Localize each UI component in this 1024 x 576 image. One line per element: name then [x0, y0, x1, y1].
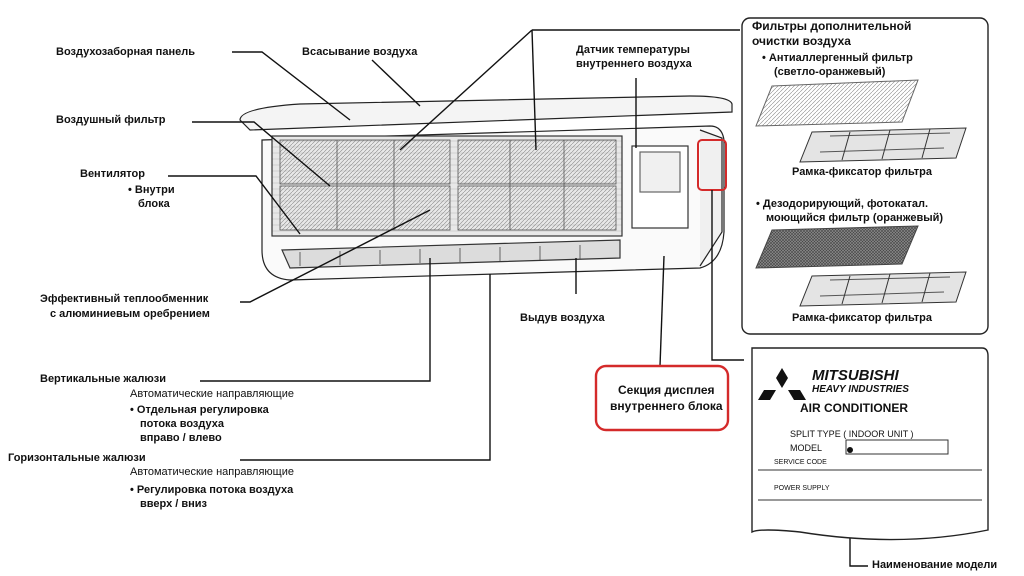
heat-exchanger-2: с алюминиевым оребрением	[50, 308, 210, 320]
fan-label: Вентилятор	[80, 168, 145, 180]
allergen-filter-label-1: • Антиаллергенный фильтр	[762, 52, 913, 64]
horizontal-desc-1: • Регулировка потока воздуха	[130, 484, 294, 496]
deodor-filter-image	[755, 225, 919, 269]
nameplate-box	[751, 347, 989, 541]
deodor-filter-label-1: • Дезодорирующий, фотокатал.	[756, 198, 929, 210]
temp-sensor-label-1: Датчик температуры	[576, 44, 690, 56]
fan-inside-2: блока	[138, 198, 170, 210]
louver-strip	[281, 239, 621, 269]
vertical-desc-3: вправо / влево	[140, 432, 222, 444]
air-filter-shape	[279, 139, 617, 231]
brand-name: MITSUBISHI	[812, 367, 899, 384]
display-callout-box	[594, 364, 730, 432]
power-supply-label: POWER SUPPLY	[774, 485, 830, 492]
air-outlet-label: Выдув воздуха	[520, 312, 605, 324]
air-filter-label: Воздушный фильтр	[56, 114, 166, 126]
horizontal-auto-label: Автоматические направляющие	[130, 466, 294, 478]
intake-panel-shape	[239, 95, 733, 131]
leader-lines	[168, 29, 868, 567]
horizontal-desc-2: вверх / вниз	[140, 498, 207, 510]
filter-frame-image-2	[799, 271, 967, 307]
intake-panel-label: Воздухозаборная панель	[56, 46, 195, 58]
display-section-2: внутреннего блока	[610, 399, 723, 413]
service-code-label: SERVICE CODE	[774, 459, 827, 466]
vertical-louvers-label: Вертикальные жалюзи	[40, 373, 167, 385]
vertical-desc-1: • Отдельная регулировка	[130, 404, 269, 416]
frame-label-2: Рамка-фиксатор фильтра	[792, 312, 932, 324]
frame-label-1: Рамка-фиксатор фильтра	[792, 166, 932, 178]
filter-frame-image-1	[799, 127, 967, 163]
air-suction-label: Всасывание воздуха	[302, 46, 418, 58]
model-field-label: MODEL	[790, 443, 823, 453]
heat-exchanger-1: Эффективный теплообменник	[40, 293, 209, 305]
mitsubishi-logo	[758, 368, 806, 400]
fan-inside-1: • Внутри	[128, 184, 175, 196]
vertical-auto-label: Автоматические направляющие	[130, 388, 294, 400]
display-section-1: Секция дисплея	[618, 383, 715, 397]
split-type-label: SPLIT TYPE ( INDOOR UNIT )	[790, 429, 914, 439]
indoor-unit	[239, 95, 733, 281]
deodor-filter-label-2: моющийся фильтр (оранжевый)	[766, 212, 944, 224]
temp-sensor-label-2: внутреннего воздуха	[576, 58, 692, 70]
model-name-label: Наименование модели	[872, 559, 998, 571]
brand-subtitle: HEAVY INDUSTRIES	[812, 384, 909, 395]
allergen-filter-image	[755, 79, 919, 127]
horizontal-louvers-label: Горизонтальные жалюзи	[8, 452, 146, 464]
filters-title-2: очистки воздуха	[752, 34, 851, 48]
vertical-desc-2: потока воздуха	[140, 418, 224, 430]
product-name: AIR CONDITIONER	[800, 401, 908, 415]
allergen-filter-label-2: (светло-оранжевый)	[774, 66, 886, 78]
filters-title-1: Фильтры дополнительной	[752, 19, 912, 33]
